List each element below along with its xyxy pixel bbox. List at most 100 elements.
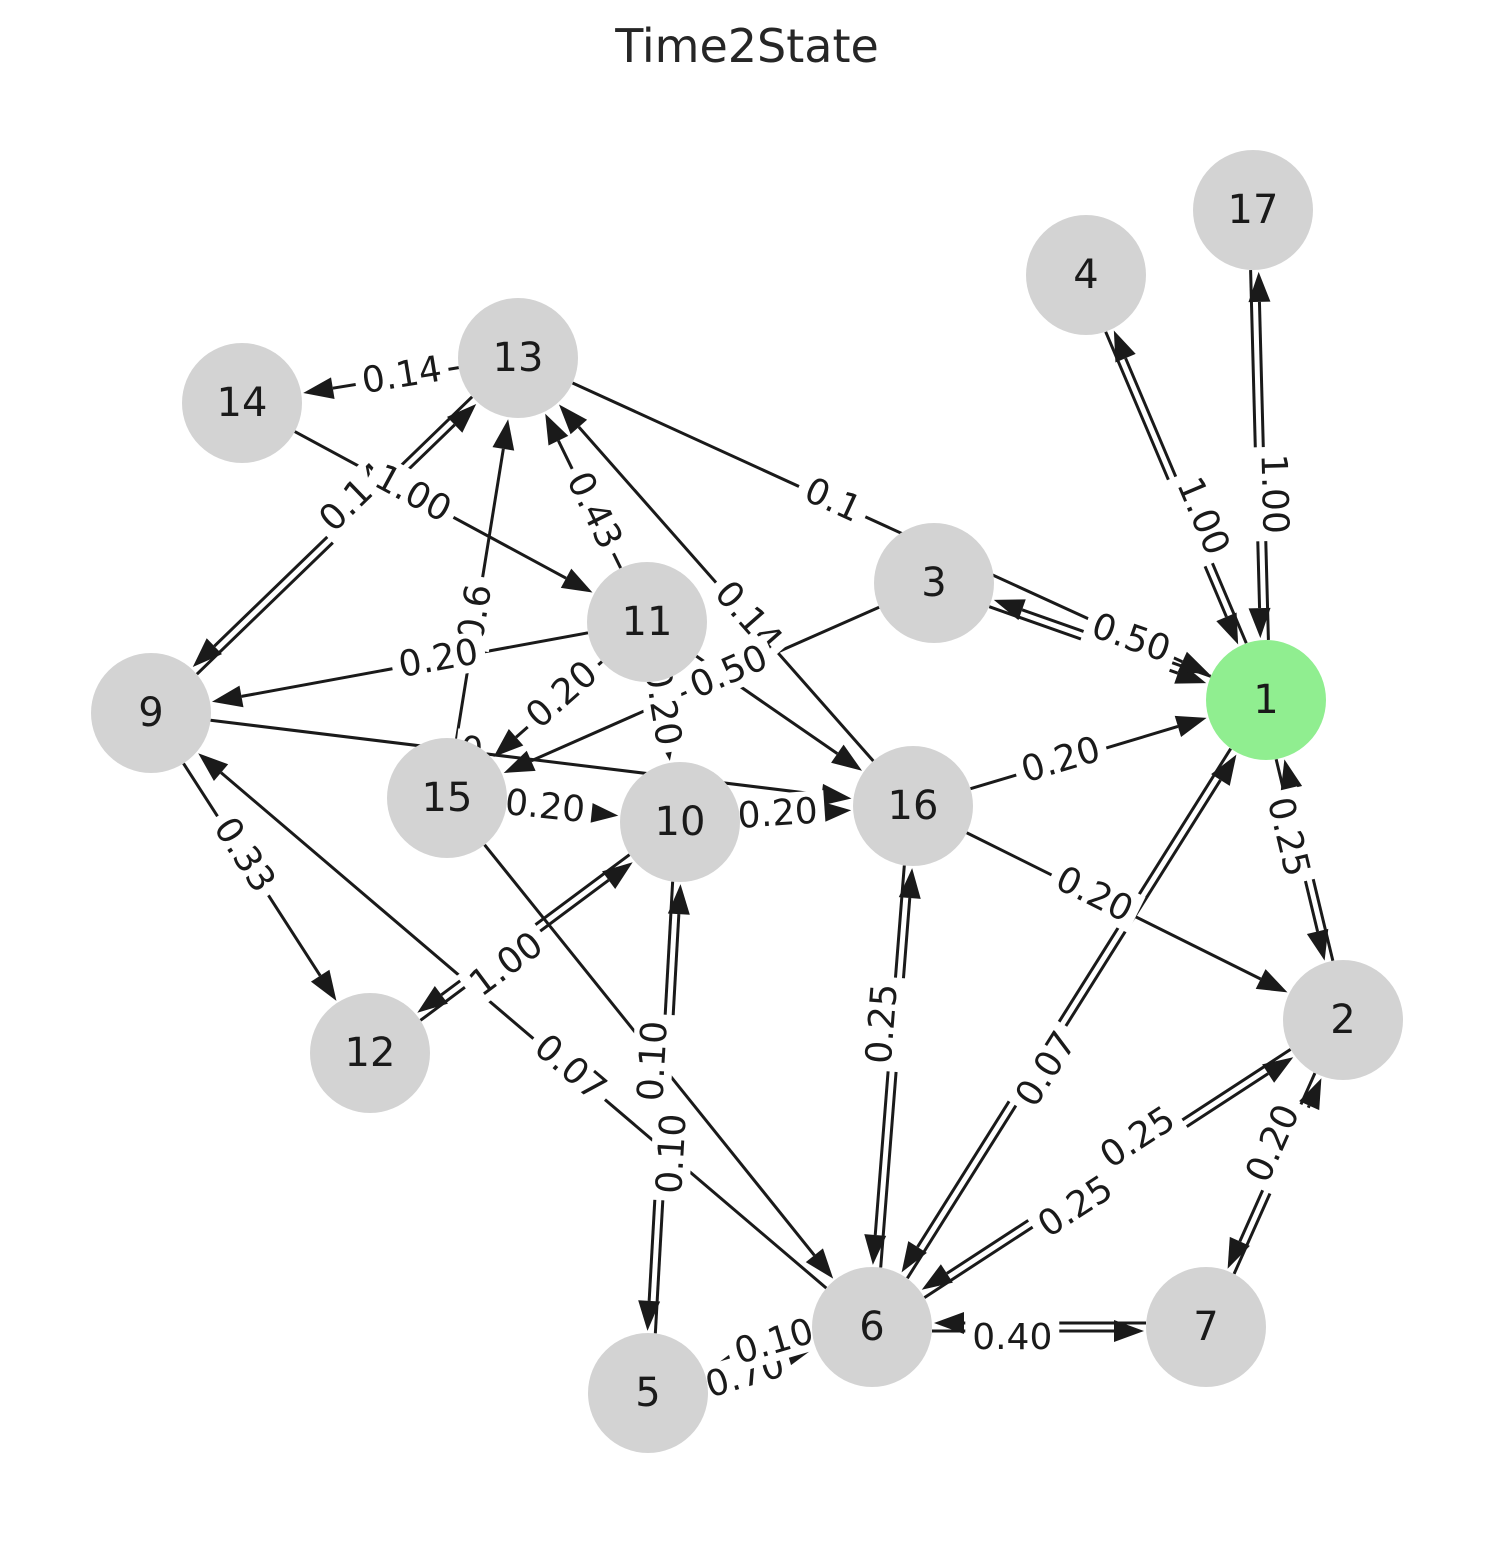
edge-label-group-15-to-10: 0.20: [496, 781, 594, 831]
edge-label-background: [1258, 786, 1320, 888]
node-label: 15: [422, 775, 473, 821]
arrowhead-11-to-13: [545, 413, 569, 446]
node-circle: [587, 562, 707, 682]
edge-label-15-to-10: 0.20: [503, 782, 587, 831]
arrowhead-15-to-6: [805, 1248, 834, 1279]
arrowhead-14-to-11: [560, 568, 593, 593]
edge-label-background: [388, 630, 489, 687]
arrowhead-16-to-13: [559, 404, 588, 435]
arrowhead-10-to-5: [638, 1300, 661, 1331]
arrowhead-16-to-6: [864, 1234, 887, 1265]
state-node-15: 15: [387, 738, 507, 858]
node-label: 16: [888, 783, 939, 829]
node-label: 7: [1193, 1304, 1218, 1350]
arrowhead-16-to-1: [1174, 715, 1207, 737]
state-node-1: 1: [1206, 640, 1326, 760]
node-circle: [310, 993, 430, 1113]
node-label: 5: [635, 1370, 660, 1416]
edge-17-to-1: [1249, 270, 1262, 609]
node-label: 2: [1330, 997, 1355, 1043]
node-label: 14: [217, 380, 268, 426]
edge-label-background: [1087, 1094, 1188, 1180]
state-node-11: 11: [587, 562, 707, 682]
edge-label-group-6-to-7: 0.40: [965, 1317, 1060, 1358]
edge-label-background: [1235, 1092, 1311, 1195]
state-node-6: 6: [812, 1267, 932, 1387]
edge-label-background: [1004, 1018, 1088, 1120]
edge-label-13-to-14: 0.14: [359, 349, 445, 402]
arrowhead-5-to-10: [667, 884, 690, 915]
edge-label-group-5-to-10: 0.10: [648, 1105, 695, 1202]
arrowhead-6-to-1: [1211, 754, 1237, 786]
arrowhead-2-to-1: [1280, 759, 1303, 792]
edge-label-group-13-to-14: 0.14: [352, 347, 452, 403]
arrowhead-3-to-15: [503, 750, 536, 773]
edge-label-background: [362, 453, 464, 534]
edge-label-background: [202, 804, 287, 906]
edge-label-group-2-to-7: 0.20: [1235, 1092, 1311, 1195]
edge-label-11-to-13: 0.43: [558, 465, 630, 555]
state-node-13: 13: [458, 298, 578, 418]
edge-label-background: [449, 573, 501, 653]
arrowhead-17-to-1: [1248, 607, 1271, 639]
edge-label-background: [648, 1105, 695, 1202]
arrowhead-2-to-7: [1227, 1236, 1250, 1269]
edge-label-1-to-2: 0.25: [1259, 793, 1318, 881]
arrowhead-9-to-12: [310, 969, 337, 1001]
node-circle: [812, 1267, 932, 1387]
arrowhead-1-to-6: [901, 1241, 927, 1273]
arrowhead-10-to-16: [820, 801, 852, 824]
edge-label-2-to-7: 0.20: [1238, 1098, 1308, 1188]
edge-label-group-2-to-6: 0.25: [1087, 1094, 1188, 1180]
edge-label-1-to-3: 0.50: [1086, 605, 1175, 670]
edge-label-group-16-to-6: 0.25: [858, 975, 906, 1073]
node-circle: [620, 762, 740, 882]
arrowhead-4-to-1: [1216, 612, 1239, 645]
edge-label-background: [791, 466, 875, 534]
edge-label-background: [1166, 464, 1241, 568]
arrowhead-6-to-16: [898, 868, 921, 899]
edge-label-1-to-4: 1.00: [1168, 471, 1237, 561]
edge-label-11-to-9: 0.20: [395, 631, 481, 686]
edge-label-background: [677, 634, 780, 709]
node-label: 4: [1073, 252, 1098, 298]
edge-1-to-6: [916, 747, 1232, 1248]
arrowhead-11-to-15: [493, 728, 524, 758]
state-node-9: 9: [91, 653, 211, 773]
edge-label-background: [965, 1317, 1060, 1357]
state-node-14: 14: [182, 343, 302, 463]
edge-6-to-16: [879, 897, 912, 1268]
edge-label-background: [1043, 855, 1146, 933]
arrowhead-7-to-2: [1299, 1078, 1322, 1111]
state-node-7: 7: [1146, 1267, 1266, 1387]
edge-label-background: [723, 1308, 825, 1374]
edge-label-16-to-1: 0.20: [1017, 729, 1106, 791]
edge-label-10-to-5: 0.10: [630, 1020, 675, 1102]
node-circle: [91, 653, 211, 773]
edge-label-group-16-to-2: 0.20: [1043, 855, 1146, 933]
edge-label-1-to-17: 1.00: [1252, 453, 1295, 534]
node-label: 10: [655, 799, 706, 845]
arrowhead-13-to-14: [303, 377, 335, 400]
edge-label-10-to-16: 0.20: [736, 791, 819, 837]
node-circle: [853, 746, 973, 866]
arrowhead-11-to-16: [831, 744, 863, 771]
arrowhead-2-to-6: [921, 1264, 953, 1290]
edge-label-background: [1009, 726, 1112, 793]
node-circle: [458, 298, 578, 418]
edge-6-to-9: [220, 771, 828, 1290]
arrowhead-13-to-1: [1177, 651, 1210, 675]
edge-label-5-to-10: 0.10: [649, 1113, 694, 1195]
node-label: 11: [622, 599, 673, 645]
state-node-4: 4: [1026, 215, 1146, 335]
edge-label-6-to-7: 0.40: [972, 1317, 1052, 1358]
edge-label-background: [513, 648, 611, 741]
edge-label-background: [496, 781, 594, 831]
edge-label-group-6-to-1: 0.07: [1004, 1018, 1088, 1120]
edge-label-group-10-to-16: 0.20: [729, 790, 826, 837]
node-label: 6: [859, 1304, 884, 1350]
edge-label-background: [858, 975, 906, 1073]
edge-label-background: [729, 790, 826, 837]
arrowhead-16-to-2: [1255, 969, 1288, 993]
edge-label-group-12-to-10: 1.00: [456, 919, 556, 1009]
